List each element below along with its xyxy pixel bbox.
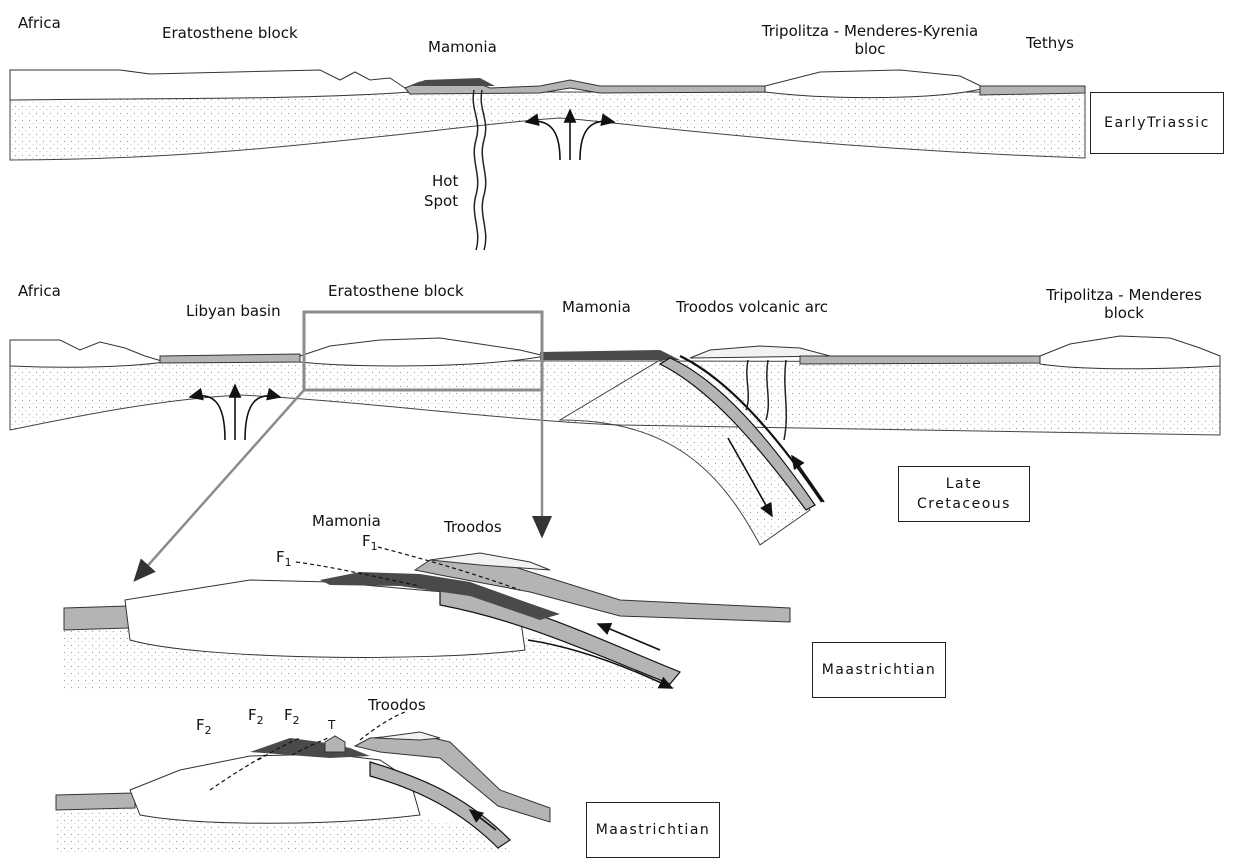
f1-right-sub: 1 — [371, 540, 378, 553]
label-t-unit: T — [328, 716, 335, 734]
label-eratosthene-1: Eratosthene block — [162, 24, 298, 42]
mamonia-dark-unit — [410, 78, 495, 86]
stage-box-maastrichtian-2: Maastrichtian — [586, 802, 720, 858]
libyan-basin-crust — [160, 354, 300, 363]
stage-maastrichtian-2-text: Maastrichtian — [596, 820, 711, 840]
stage-early-triassic-text: EarlyTriassic — [1104, 113, 1210, 133]
f2-1-sub: 2 — [205, 724, 212, 737]
stage-late-cretaceous-line2: Cretaceous — [917, 494, 1011, 514]
stage-box-late-cretaceous: Late Cretaceous — [898, 466, 1030, 522]
f1-right-letter: F — [362, 532, 371, 550]
label-eratosthene-2: Eratosthene block — [328, 282, 464, 300]
tripolitza-continent-2 — [1040, 336, 1220, 369]
f2-2-sub: 2 — [257, 714, 264, 727]
upwelling-arrow-right-2 — [245, 396, 280, 440]
label-fault-f2-1: F2 — [196, 716, 212, 740]
label-mamonia-1: Mamonia — [428, 38, 497, 56]
f2-3-sub: 2 — [293, 714, 300, 727]
tripolitza-continent — [765, 70, 985, 98]
label-africa-1: Africa — [18, 14, 61, 32]
label-fault-f2-2: F2 — [248, 706, 264, 730]
panel-maastrichtian-2 — [56, 712, 550, 852]
panel-early-triassic — [10, 70, 1085, 250]
left-oceanic-crust-3 — [64, 606, 130, 630]
troodos-cap-4 — [375, 732, 440, 740]
label-troodos-4: Troodos — [368, 696, 426, 714]
oceanic-crust-2 — [800, 356, 1040, 364]
label-mamonia-2: Mamonia — [562, 298, 631, 316]
label-tripolitza-1-line1: Tripolitza - Menderes-Kyrenia — [762, 22, 979, 40]
label-tripolitza-2-line2: block — [1104, 304, 1144, 322]
label-fault-f1-right: F1 — [362, 532, 378, 556]
f2-1-letter: F — [196, 716, 205, 734]
label-tripolitza-2-line1: Tripolitza - Menderes — [1046, 286, 1202, 304]
label-mamonia-3: Mamonia — [312, 512, 381, 530]
panel-maastrichtian-1 — [64, 547, 790, 690]
f2-2-letter: F — [248, 706, 257, 724]
label-hot: Hot — [432, 172, 458, 190]
label-tripolitza-1-line2: bloc — [854, 40, 885, 58]
label-fault-f2-3: F2 — [284, 706, 300, 730]
africa-eratosthene-continent — [10, 70, 410, 100]
stage-late-cretaceous-line1: Late — [946, 474, 982, 494]
upwelling-arrow-left-2 — [190, 396, 225, 440]
label-libyan-basin: Libyan basin — [186, 302, 281, 320]
label-fault-f1-left: F1 — [276, 548, 292, 572]
f2-thrust-sheets — [250, 738, 370, 758]
label-troodos-3: Troodos — [444, 518, 502, 536]
africa-continent-2 — [10, 340, 165, 367]
label-tethys: Tethys — [1026, 34, 1074, 52]
stage-maastrichtian-1-text: Maastrichtian — [822, 660, 937, 680]
stage-box-early-triassic: EarlyTriassic — [1090, 92, 1224, 154]
upwelling-arrow-left — [526, 121, 560, 160]
mamonia-crust-2 — [540, 350, 680, 360]
mantle-layer — [10, 92, 1085, 160]
t-unit — [325, 736, 345, 752]
f2-3-letter: F — [284, 706, 293, 724]
upwelling-arrow-right — [580, 121, 614, 160]
left-oceanic-crust-4 — [56, 793, 135, 810]
label-spot: Spot — [424, 192, 458, 210]
stage-box-maastrichtian-1: Maastrichtian — [812, 642, 946, 698]
tethys-crust — [980, 86, 1085, 95]
panel-late-cretaceous — [10, 312, 1220, 580]
f1-left-letter: F — [276, 548, 285, 566]
label-africa-2: Africa — [18, 282, 61, 300]
f1-left-sub: 1 — [285, 556, 292, 569]
label-troodos-arc: Troodos volcanic arc — [676, 298, 828, 316]
